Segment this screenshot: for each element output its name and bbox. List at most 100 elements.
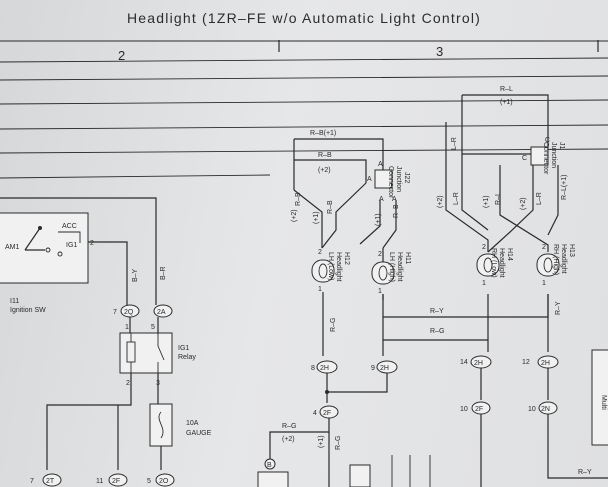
connector-2f-b: 2F [475,406,483,413]
svg-text:B–R: B–R [160,266,167,280]
svg-text:2: 2 [482,244,486,251]
svg-text:Headlight: Headlight [560,244,567,274]
svg-text:L–R: L–R [451,137,458,150]
connector-2o: 2O [159,478,169,485]
svg-text:Multi: Multi [600,395,607,410]
junction-j1: C C J1 Junction Connector [461,122,565,175]
wire-rb-mid-code: (+2) [318,167,331,174]
wire-rb-mid-label: R–B [318,152,332,159]
connector-2h-c: 2H [474,360,483,367]
svg-text:IG1: IG1 [66,242,77,249]
svg-text:R–Y: R–Y [430,308,444,315]
connector-2t: 2T [46,478,55,485]
connector-2h-a: 2H [320,365,329,372]
svg-text:A: A [378,161,383,168]
right-module: Multi [591,349,608,446]
wire-rb-h12: (+2) R–B (+1) R–B (+1) R–B [291,160,400,262]
connector-2h-b: 2H [380,365,389,372]
wire-rb-top: R–B(+1) [293,130,384,170]
svg-text:A: A [392,196,397,203]
svg-text:1: 1 [542,280,546,287]
svg-text:Headlight: Headlight [335,252,342,282]
fuse-rating: 10A [186,420,199,427]
ignition-name: Ignition SW [10,307,46,314]
svg-text:(+1): (+1) [313,211,320,224]
svg-text:R–G: R–G [430,328,444,335]
relay-sub: Relay [178,354,196,361]
wire-rl-label: R–L [500,86,513,93]
svg-text:R–L(+1): R–L(+1) [561,175,568,200]
svg-text:R–Y: R–Y [555,301,562,315]
svg-text:(+2): (+2) [520,197,527,210]
connector-2f-bottom: 2F [112,478,120,485]
column-header: 2 3 [0,40,608,63]
svg-text:LH (High): LH (High) [388,252,395,282]
svg-text:2: 2 [318,249,322,256]
svg-text:Junction: Junction [395,166,402,192]
wire-rg-left: R–G [322,292,384,356]
ignition-switch: AM1 ACC IG1 2 I11 Ignition SW [0,212,94,314]
bus-lines [0,75,608,179]
svg-text:10: 10 [528,406,536,413]
svg-text:C: C [545,137,550,144]
svg-text:R–B: R–B [295,192,302,206]
svg-text:A: A [367,176,372,183]
svg-text:Connector: Connector [542,142,549,175]
headlight-h13: 2 1 H13 Headlight RH (High) [536,244,575,287]
ig1-relay: IG1 Relay 2 3 [46,332,196,470]
svg-text:1: 1 [378,288,382,295]
svg-text:8: 8 [311,365,315,372]
column-3-label: 3 [436,44,443,59]
headlight-h11: 2 1 H11 Headlight LH (High) [371,251,411,295]
svg-text:RH (High): RH (High) [552,244,559,275]
h12-id: H12 [343,252,350,265]
diagram-title: Headlight (1ZR–FE w/o Automatic Light Co… [127,10,481,26]
wire-rl: R–L (+1) [461,86,549,147]
svg-text:R–G: R–G [330,318,337,332]
svg-text:7: 7 [113,309,117,316]
svg-text:2: 2 [126,380,130,387]
svg-text:R–L: R–L [495,192,502,205]
ignition-id: I11 [10,298,19,305]
bottom-connectors: 7 2T 11 2F 5 2O [30,473,175,487]
svg-text:L–R: L–R [453,192,460,205]
svg-text:L–R: L–R [536,192,543,205]
svg-text:R–G: R–G [282,423,296,430]
svg-text:(+1): (+1) [318,435,325,448]
fuse-name: GAUGE [186,430,212,437]
svg-text:12: 12 [522,359,530,366]
wire-rb-mid: R–B (+2) [294,152,367,183]
svg-text:AM1: AM1 [5,244,20,251]
svg-text:(+2): (+2) [437,195,444,208]
svg-text:LH (Low): LH (Low) [327,252,334,280]
svg-text:RH (Low): RH (Low) [490,248,497,278]
svg-text:10: 10 [460,406,468,413]
wire-rl-code: (+1) [500,99,513,106]
connector-2f-row: 4 2F 10 2F 10 2N R–G (+2) (+1) R–G R–Y [269,401,608,487]
h11-id: H11 [404,252,411,264]
svg-text:1: 1 [125,324,129,331]
svg-text:5: 5 [147,478,151,485]
svg-text:9: 9 [371,365,375,372]
connector-2a: 2A [157,309,166,316]
connector-2f-a: 2F [323,410,331,417]
wire-by-br: B–Y B–R [0,197,167,305]
svg-text:R–Y: R–Y [578,469,592,476]
svg-text:2: 2 [542,244,546,251]
wire-rb-top-label: R–B(+1) [310,130,336,137]
svg-text:A: A [379,196,384,203]
headlight-h12: 2 1 H12 Headlight LH (Low) [311,249,350,293]
svg-text:14: 14 [460,359,468,366]
svg-text:4: 4 [313,410,317,417]
connector-2h-row: 8 2H 9 2H 14 2H 12 2H [311,355,559,403]
svg-text:Headlight: Headlight [396,252,403,282]
svg-text:(+2): (+2) [291,209,298,222]
wire-ry-rg: R–Y R–G R–Y [382,294,562,352]
svg-text:Junction: Junction [550,142,557,168]
connector-2h-d: 2H [541,360,550,367]
headlight-h14: 2 1 H14 Headlight RH (Low) [476,244,513,287]
svg-text:(+2): (+2) [282,436,295,443]
j1-id: J1 [558,142,565,150]
h13-id: H13 [568,244,575,257]
svg-text:B–Y: B–Y [132,268,139,282]
